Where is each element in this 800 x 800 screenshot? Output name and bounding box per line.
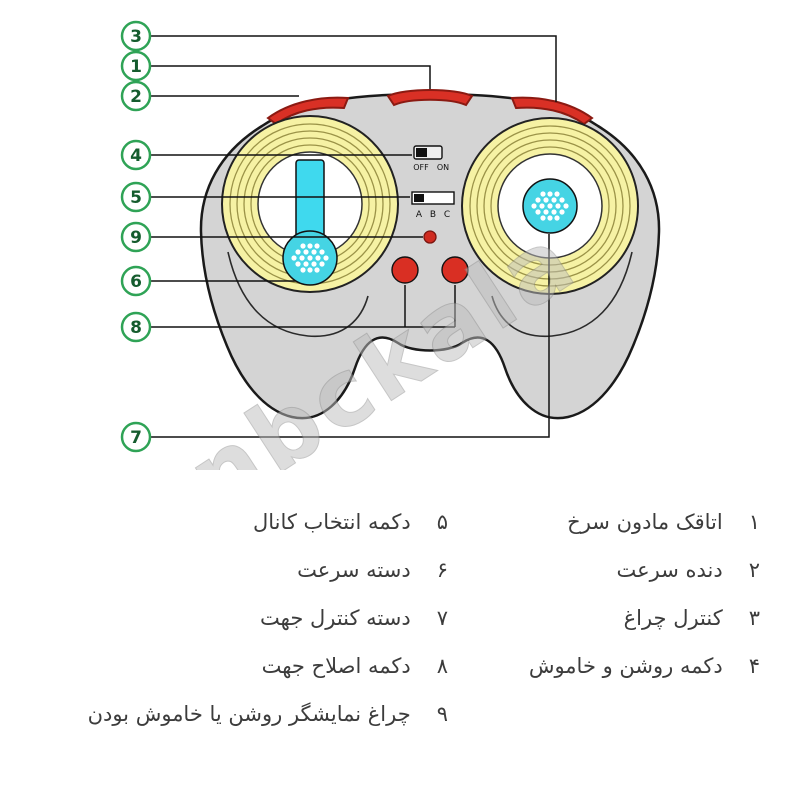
- power-switch: OFF ON: [413, 145, 449, 172]
- speed-stick: [282, 159, 338, 286]
- legend-num-4: ۴: [748, 654, 760, 678]
- legend-item-3: ۳ کنترل چراغ: [624, 602, 760, 634]
- controller-diagram: OFF ON A B C nbckala 3: [120, 20, 661, 470]
- callout-4: 4: [120, 139, 152, 171]
- direction-stick-dots: [531, 191, 569, 221]
- infrared-dome-center-red-piece: [386, 89, 474, 107]
- channel-c-label: C: [444, 210, 450, 220]
- legend-item-1: ۱ اتاقک مادون سرخ: [567, 506, 760, 538]
- legend-item-5: ۵ دکمه انتخاب کانال: [253, 506, 448, 538]
- legend-item-4: ۴ دکمه روشن و خاموش: [529, 650, 760, 682]
- legend-item-6: ۶ دسته سرعت: [297, 554, 448, 586]
- legend-text-3: کنترل چراغ: [623, 606, 723, 630]
- legend-num-7: ۷: [436, 606, 448, 630]
- legend-text-1: اتاقک مادون سرخ: [567, 510, 723, 534]
- callout-5: 5: [120, 181, 152, 213]
- callouts: 3 1 2 4 5 9 6 8: [120, 20, 152, 453]
- switch-off-label: OFF: [413, 163, 429, 172]
- svg-text:6: 6: [130, 272, 142, 292]
- channel-slider: A B C: [411, 191, 455, 220]
- legend-num-6: ۶: [436, 558, 448, 582]
- channel-b-label: B: [430, 210, 436, 220]
- svg-text:7: 7: [130, 428, 142, 448]
- legend-num-1: ۱: [748, 510, 760, 534]
- callout-8: 8: [120, 311, 152, 343]
- legend-num-9: ۹: [436, 702, 448, 726]
- svg-text:4: 4: [130, 146, 142, 166]
- legend-text-6: دسته سرعت: [297, 558, 411, 582]
- legend-num-5: ۵: [436, 510, 448, 534]
- callout-3: 3: [120, 20, 152, 52]
- svg-text:1: 1: [130, 57, 142, 77]
- legend-item-7: ۷ دسته کنترل جهت: [260, 602, 448, 634]
- legend-text-5: دکمه انتخاب کانال: [252, 510, 411, 534]
- legend-num-8: ۸: [436, 654, 448, 678]
- direction-stick: [522, 178, 578, 234]
- switch-on-label: ON: [437, 163, 449, 172]
- svg-text:5: 5: [130, 188, 142, 208]
- legend-item-2: ۲ دنده سرعت: [616, 554, 760, 586]
- legend-text-8: دکمه اصلاح جهت: [261, 654, 411, 678]
- channel-a-label: A: [416, 210, 423, 220]
- trim-button-right: [441, 256, 469, 284]
- trim-button-left: [391, 256, 419, 284]
- speed-gear-left-red-piece: [266, 96, 350, 126]
- left-grip-contour: [227, 251, 369, 338]
- light-control-right-red-piece: [510, 96, 594, 126]
- callout-9: 9: [120, 221, 152, 253]
- right-grip-contour: [491, 251, 633, 338]
- legend-text-9: چراغ نمایشگر روشن یا خاموش بودن: [87, 702, 411, 726]
- callout-2: 2: [120, 80, 152, 112]
- callout-lines: [151, 35, 557, 438]
- svg-text:8: 8: [130, 318, 142, 338]
- indicator-light: [423, 230, 437, 244]
- speed-stick-dots: [291, 243, 329, 273]
- legend-text-2: دنده سرعت: [616, 558, 723, 582]
- legend-text-4: دکمه روشن و خاموش: [528, 654, 723, 678]
- legend-item-8: ۸ دکمه اصلاح جهت: [262, 650, 448, 682]
- legend-num-3: ۳: [748, 606, 760, 630]
- callout-1: 1: [120, 50, 152, 82]
- callout-6: 6: [120, 265, 152, 297]
- svg-text:2: 2: [130, 87, 142, 107]
- legend-item-9: ۹ چراغ نمایشگر روشن یا خاموش بودن: [88, 698, 448, 730]
- callout-7: 7: [120, 421, 152, 453]
- svg-text:3: 3: [130, 27, 142, 47]
- center-console: OFF ON A B C: [391, 145, 469, 284]
- legend-text-7: دسته کنترل جهت: [260, 606, 411, 630]
- legend-num-2: ۲: [748, 558, 760, 582]
- svg-text:9: 9: [130, 228, 142, 248]
